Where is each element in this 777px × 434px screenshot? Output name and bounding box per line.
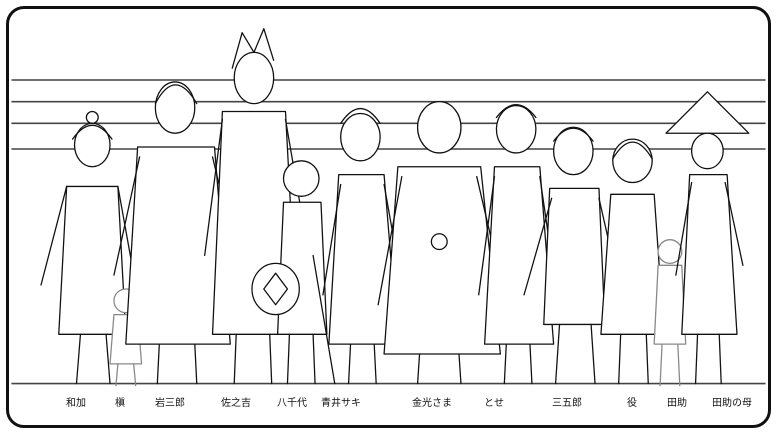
character-label: 佐之吉 [221,398,251,409]
character-label: 役 [627,398,637,409]
character-figure-konko-sama [377,101,505,385]
character-label: 和加 [66,398,86,409]
character-label: 岩三郎 [155,398,185,409]
character-figure-tose [478,103,557,385]
character-figure-tasuke [653,239,687,387]
character-figure-tasuke-mother [665,91,750,385]
character-figure-sangoro [523,126,620,385]
character-label: とせ [484,398,504,409]
character-name-labels: 和加 槇 岩三郎 佐之吉 八千代 青井サキ 金光さま とせ 三五郎 役 田助 田… [0,398,777,422]
character-label: 田助 [667,398,687,409]
character-figure-yachiyo [251,160,336,385]
character-label: 八千代 [277,398,307,409]
character-label: 金光さま [412,398,452,409]
character-label: 青井サキ [321,398,361,409]
character-label: 槇 [115,398,125,409]
lineup-sheet-frame [6,6,771,428]
character-figure-iwasaburo [113,81,239,385]
character-label: 三五郎 [552,398,582,409]
character-label: 田助の母 [712,398,752,409]
character-figure-aoi-saki [322,107,405,385]
character-figure-yaku [600,138,665,385]
character-lineup-drawing [11,28,766,387]
